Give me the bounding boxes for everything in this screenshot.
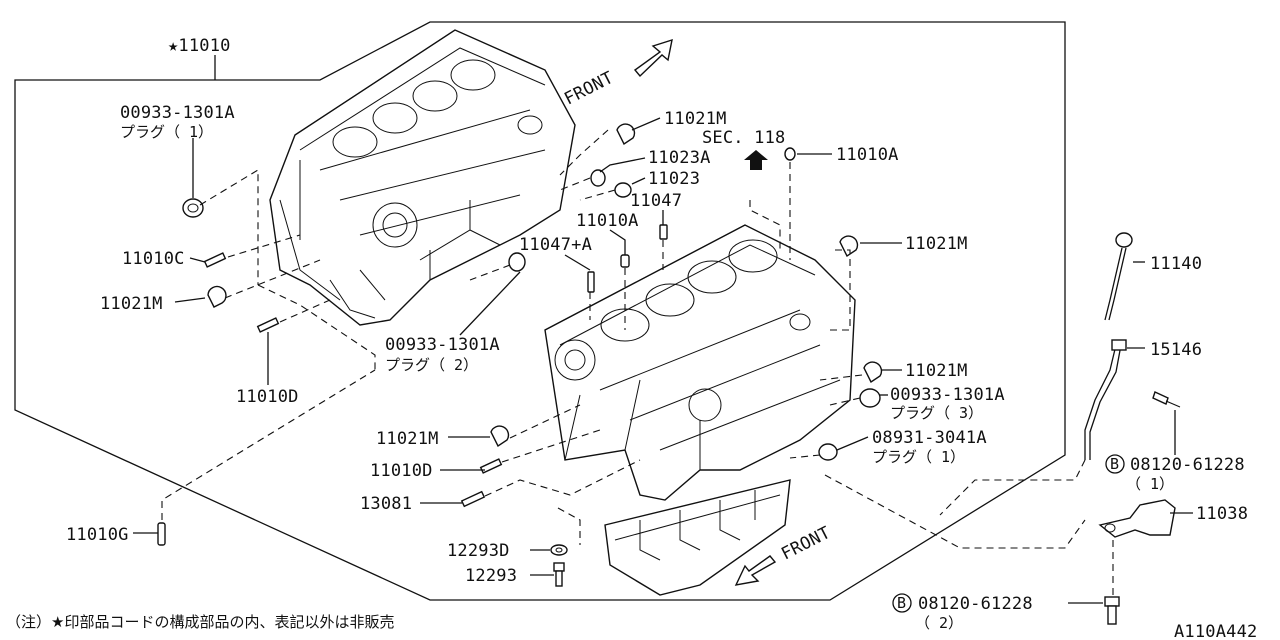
label-11021M-right2: 11021M xyxy=(905,361,968,381)
label-11021M-top: 11021M xyxy=(664,109,727,129)
label-12293D: 12293D xyxy=(447,541,510,561)
label-15146: 15146 xyxy=(1150,340,1202,360)
part-labels: ★11010 00933-1301A プラグ（ 1） 11010C 11021M… xyxy=(66,36,1248,632)
bolt-symbol-icon-2 xyxy=(892,593,912,613)
dipstick-11140 xyxy=(1104,232,1133,321)
label-plug-2: プラグ（ 2） xyxy=(385,356,478,374)
dipstick-guide-15146 xyxy=(1084,339,1127,460)
label-11140: 11140 xyxy=(1150,254,1202,274)
dowel-13081 xyxy=(460,490,486,508)
bolt-12293 xyxy=(553,562,565,587)
label-11047: 11047 xyxy=(630,191,682,211)
label-11010A-right: 11010A xyxy=(836,145,899,165)
bracket-11038 xyxy=(1098,499,1176,538)
front-label-bottom: FRONT xyxy=(778,523,834,565)
dashed-guide-lines xyxy=(161,129,1114,596)
label-11010A-mid: 11010A xyxy=(576,211,639,231)
bolt-symbol-icon-1 xyxy=(1105,454,1125,474)
label-11047A: 11047+A xyxy=(519,235,592,255)
label-12293: 12293 xyxy=(465,566,517,586)
plug-11021M-low xyxy=(490,425,510,448)
plug-00933-1301A-2 xyxy=(508,252,526,272)
label-11010C: 11010C xyxy=(122,249,185,269)
dowel-11010D-left xyxy=(256,317,280,333)
plug-11023 xyxy=(614,182,632,198)
plug-11021M-left xyxy=(207,285,227,308)
label-11038: 11038 xyxy=(1196,504,1248,524)
seal-11023A xyxy=(590,169,606,187)
pin-11047A xyxy=(587,271,595,293)
label-11021M-right1: 11021M xyxy=(905,234,968,254)
label-plug-1a: プラグ（ 1） xyxy=(120,123,213,141)
up-arrow-icon xyxy=(744,150,768,170)
label-qty-2: （ 2） xyxy=(915,614,963,632)
plug-08931-3041A xyxy=(818,443,838,461)
plug-11021M-right1 xyxy=(839,235,859,258)
label-11010: ★11010 xyxy=(168,36,231,56)
label-00933-1301A-2: 00933-1301A xyxy=(385,335,500,355)
assembly-boundary-frame xyxy=(14,21,1066,601)
pin-11047 xyxy=(659,224,668,240)
pin-11010A-right xyxy=(784,147,796,161)
label-plug-1b: プラグ（ 1） xyxy=(872,448,965,466)
figure-code: A110A442 xyxy=(1174,622,1257,640)
section-reference: SEC. 118 xyxy=(702,128,785,170)
front-arrow-top: FRONT xyxy=(561,38,673,110)
engine-block-left xyxy=(269,29,576,326)
plug-11021M-top xyxy=(616,123,636,146)
dowel-11010D-low xyxy=(479,458,503,474)
engine-block-right xyxy=(544,224,856,501)
label-11010D-left: 11010D xyxy=(236,387,299,407)
plug-00933-1301A-1 xyxy=(182,198,204,218)
bolt-08120-61228-1 xyxy=(1152,391,1181,408)
plug-11021M-right2 xyxy=(863,361,883,384)
bolt-symbol-letter-2: B xyxy=(897,594,906,612)
label-08931-3041A: 08931-3041A xyxy=(872,428,987,448)
dowel-11010G xyxy=(157,522,166,546)
label-08120-61228-2: 08120-61228 xyxy=(918,594,1033,614)
label-11021M-low: 11021M xyxy=(376,429,439,449)
bolt-symbol-letter-1: B xyxy=(1110,455,1119,473)
label-00933-1301A-1: 00933-1301A xyxy=(120,103,235,123)
label-11023: 11023 xyxy=(648,169,700,189)
label-08120-61228-1: 08120-61228 xyxy=(1130,455,1245,475)
pin-11010C xyxy=(203,252,227,268)
label-qty-1: （ 1） xyxy=(1126,475,1174,493)
front-label-top: FRONT xyxy=(561,68,617,110)
label-plug-3: プラグ（ 3） xyxy=(890,404,983,422)
label-13081: 13081 xyxy=(360,494,412,514)
leader-lines xyxy=(133,55,1193,604)
label-11010D-low: 11010D xyxy=(370,461,433,481)
label-11010G: 11010G xyxy=(66,525,129,545)
label-11023A: 11023A xyxy=(648,148,711,168)
washer-12293D xyxy=(550,544,568,556)
section-ref-label: SEC. 118 xyxy=(702,128,785,148)
label-00933-1301A-3: 00933-1301A xyxy=(890,385,1005,405)
plug-00933-1301A-3 xyxy=(859,388,881,408)
label-11021M-left: 11021M xyxy=(100,294,163,314)
bolt-08120-61228-2 xyxy=(1104,596,1120,625)
lower-casing xyxy=(604,479,791,596)
footer-note: （注）★印部品コードの構成部品の内、表記以外は非販売 xyxy=(6,613,394,631)
pin-11010A-mid xyxy=(620,254,630,268)
